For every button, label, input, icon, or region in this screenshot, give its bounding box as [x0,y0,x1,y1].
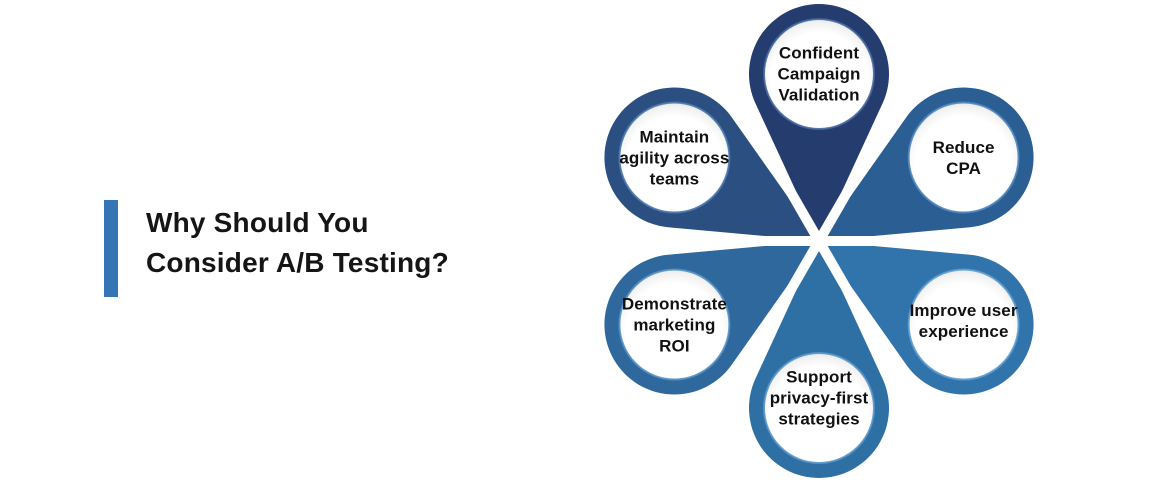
petal-label-bottom-right: Improve user experience [909,300,1018,341]
petal-label-bottom: Support privacy-first strategies [769,367,869,429]
petal-circle-bottom-right [907,268,1020,381]
petal-circle-bottom-left [618,268,731,381]
title-accent-bar [104,200,118,297]
petal-circle-top-left [618,101,731,214]
petal-inner-circles [618,18,1020,464]
petal-separator-line [728,89,910,393]
petal-circle-top-right [907,101,1020,214]
petal-label-top: Confident Campaign Validation [777,43,861,105]
petal-label-top-left: Maintain agility across teams [619,127,730,188]
petal-circle-bottom [763,352,875,464]
petal-separators [647,89,991,393]
petal-label-bottom-left: Demonstrate marketing ROI [621,294,727,355]
petal-circle-top [763,18,875,130]
page-title: Why Should You Consider A/B Testing? [146,207,449,278]
petal-label-top-right: Reduce CPA [932,137,995,178]
